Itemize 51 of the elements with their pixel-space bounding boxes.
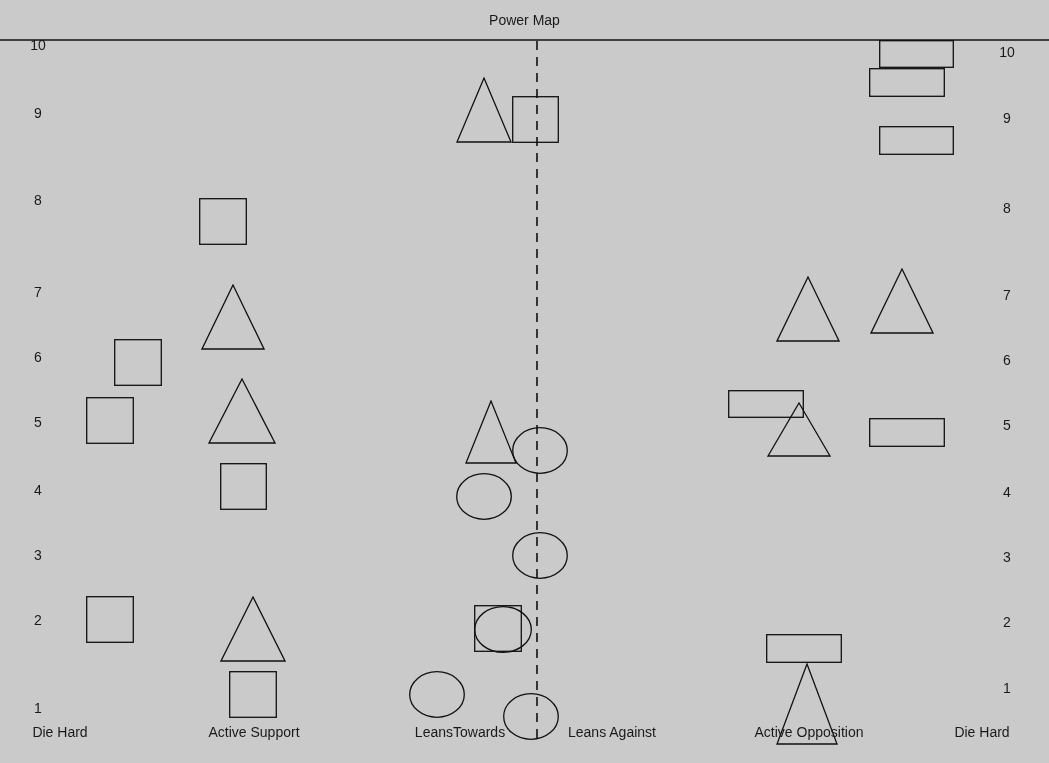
triangle-marker — [465, 400, 517, 464]
axis-number: 10 — [999, 44, 1015, 60]
square-marker — [728, 390, 804, 418]
axis-number: 6 — [34, 349, 42, 365]
triangle-marker — [776, 276, 840, 342]
axis-number: 4 — [34, 482, 42, 498]
axis-number: 7 — [34, 284, 42, 300]
square-marker — [869, 68, 945, 97]
triangle-marker — [201, 284, 265, 350]
category-label: Die Hard — [32, 724, 88, 740]
ellipse-marker — [474, 606, 532, 653]
category-label: LeansTowards — [414, 724, 506, 740]
square-marker — [879, 40, 954, 68]
square-marker — [114, 339, 162, 386]
axis-number: 7 — [1003, 287, 1011, 303]
axis-number: 5 — [34, 414, 42, 430]
ellipse-marker — [512, 427, 568, 474]
triangle-marker — [208, 378, 276, 444]
axis-number: 6 — [1003, 352, 1011, 368]
category-label: Die Hard — [954, 724, 1010, 740]
axis-number: 8 — [34, 192, 42, 208]
square-marker — [229, 671, 277, 718]
square-marker — [869, 418, 945, 447]
square-marker — [766, 634, 842, 663]
axis-number: 9 — [34, 105, 42, 121]
axis-number: 8 — [1003, 200, 1011, 216]
ellipse-marker — [456, 473, 512, 520]
square-marker — [220, 463, 267, 510]
ellipse-marker — [409, 671, 465, 718]
square-marker — [199, 198, 247, 245]
axis-number: 10 — [30, 37, 46, 53]
square-marker — [512, 96, 559, 143]
triangle-marker — [870, 268, 934, 334]
square-marker — [86, 596, 134, 643]
ellipse-marker — [503, 693, 559, 740]
square-marker — [86, 397, 134, 444]
axis-number: 4 — [1003, 484, 1011, 500]
chart-title: Power Map — [489, 12, 560, 28]
axis-number: 9 — [1003, 110, 1011, 126]
axis-number: 2 — [34, 612, 42, 628]
square-marker — [879, 126, 954, 155]
ellipse-marker — [512, 532, 568, 579]
triangle-marker — [456, 77, 512, 143]
axis-number: 3 — [34, 547, 42, 563]
axis-number: 1 — [1003, 680, 1011, 696]
triangle-marker — [220, 596, 286, 662]
axis-number: 5 — [1003, 417, 1011, 433]
axis-number: 2 — [1003, 614, 1011, 630]
triangle-marker — [767, 402, 831, 457]
axis-number: 3 — [1003, 549, 1011, 565]
axis-number: 1 — [34, 700, 42, 716]
